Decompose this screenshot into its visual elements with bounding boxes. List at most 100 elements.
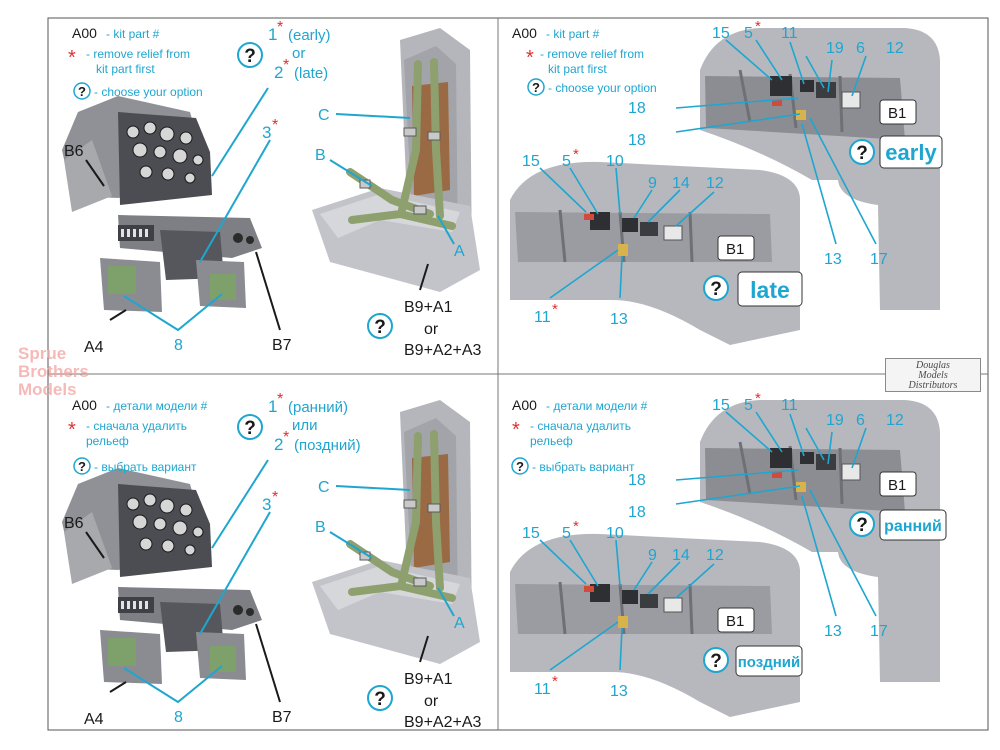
watermark-line-3: Models	[18, 380, 77, 399]
callout-18: 18	[628, 504, 646, 521]
callout-12: 12	[886, 412, 904, 429]
label-8: 8	[174, 337, 183, 354]
callout-11: 11	[534, 681, 551, 698]
combo-1: B9+A1	[404, 671, 453, 688]
callout-13: 13	[824, 251, 842, 268]
panel-top: A00 - kit part # * - remove relief from …	[61, 18, 943, 359]
asterisk-icon: *	[573, 146, 579, 163]
callout-5: 5	[744, 397, 753, 414]
label-b: B	[315, 519, 326, 536]
callout-9: 9	[648, 175, 657, 192]
callout-10: 10	[606, 153, 624, 170]
option-2-label: (late)	[294, 65, 328, 82]
callout-5: 5	[562, 153, 571, 170]
or-label: or	[292, 45, 305, 62]
question-icon	[849, 139, 875, 165]
label-a: A	[454, 243, 465, 260]
callout-5: 5	[562, 525, 571, 542]
label-b7: B7	[272, 337, 292, 354]
label-c: C	[318, 107, 330, 124]
callout-11: 11	[781, 397, 798, 414]
remove-text: - сначала удалить	[86, 419, 187, 433]
question-icon	[511, 457, 529, 475]
kit-code: A00	[512, 397, 537, 413]
callout-15: 15	[522, 153, 540, 170]
callout-10: 10	[606, 525, 624, 542]
label-8: 8	[174, 709, 183, 726]
callout-6: 6	[856, 412, 865, 429]
callout-11: 11	[534, 309, 551, 326]
combo-2: B9+A2+A3	[404, 714, 482, 731]
combo-1: B9+A1	[404, 299, 453, 316]
legend-left-top: A00 - kit part # * - remove relief from …	[68, 25, 203, 100]
tag-early: early	[885, 140, 937, 165]
callout-15: 15	[712, 25, 730, 42]
question-icon	[237, 414, 263, 440]
label-3: 3	[262, 123, 271, 142]
label-a4: A4	[84, 711, 104, 728]
panel-bottom: A00 - детали модели # * - сначала удалит…	[61, 390, 947, 731]
label-b1: B1	[888, 477, 906, 494]
choose-text: - choose your option	[94, 85, 203, 99]
asterisk-icon: *	[68, 419, 76, 441]
callout-18: 18	[628, 472, 646, 489]
option-1-number: 1	[268, 25, 277, 44]
question-icon	[367, 313, 393, 339]
asterisk-icon: *	[277, 391, 283, 408]
label-3: 3	[262, 495, 271, 514]
callout-18: 18	[628, 132, 646, 149]
question-icon	[73, 82, 91, 100]
question-icon	[527, 78, 545, 96]
callout-12: 12	[706, 175, 724, 192]
distributor-logo: Douglas Models Distributors	[885, 358, 981, 392]
logo-line-2: Models	[918, 370, 948, 381]
remove-text: - remove relief from	[86, 47, 190, 61]
asterisk-icon: *	[552, 673, 558, 690]
option-2-number: 2	[274, 435, 283, 454]
kit-text: - детали модели #	[546, 399, 648, 413]
label-c: C	[318, 479, 330, 496]
callout-5: 5	[744, 25, 753, 42]
combo-or: or	[424, 693, 439, 710]
asterisk-icon: *	[755, 18, 761, 35]
callout-17: 17	[870, 623, 888, 640]
callout-14: 14	[672, 175, 690, 192]
callout-13: 13	[610, 311, 628, 328]
label-b1: B1	[726, 613, 744, 630]
option-1-label: (ранний)	[288, 399, 348, 416]
watermark-line-2: Brothers	[18, 362, 89, 381]
kit-text: - kit part #	[546, 27, 600, 41]
choose-text: - choose your option	[548, 81, 657, 95]
asterisk-icon: *	[272, 117, 278, 134]
label-b: B	[315, 147, 326, 164]
callout-18: 18	[628, 100, 646, 117]
label-a: A	[454, 615, 465, 632]
label-b7: B7	[272, 709, 292, 726]
question-icon	[849, 511, 875, 537]
label-a4: A4	[84, 339, 104, 356]
question-icon	[73, 457, 91, 475]
asterisk-icon: *	[277, 19, 283, 36]
option-2-number: 2	[274, 63, 283, 82]
watermark: Sprue Brothers Models	[18, 345, 118, 403]
callout-15: 15	[522, 525, 540, 542]
label-b1: B1	[726, 241, 744, 258]
combo-or: or	[424, 321, 439, 338]
question-icon	[237, 42, 263, 68]
asterisk-icon: *	[283, 57, 289, 74]
asterisk-icon: *	[68, 47, 76, 69]
logo-line-1: Douglas	[916, 360, 950, 371]
question-icon	[703, 647, 729, 673]
label-b6: B6	[64, 143, 84, 160]
option-1-number: 1	[268, 397, 277, 416]
label-b6: B6	[64, 515, 84, 532]
asterisk-icon: *	[512, 419, 520, 441]
legend-left-bottom: A00 - детали модели # * - сначала удалит…	[68, 397, 208, 475]
or-label: или	[292, 417, 318, 434]
remove-text-2: рельеф	[530, 434, 573, 448]
option-2-label: (поздний)	[294, 437, 361, 454]
callout-19: 19	[826, 412, 844, 429]
remove-text-2: рельеф	[86, 434, 129, 448]
combo-2: B9+A2+A3	[404, 342, 482, 359]
